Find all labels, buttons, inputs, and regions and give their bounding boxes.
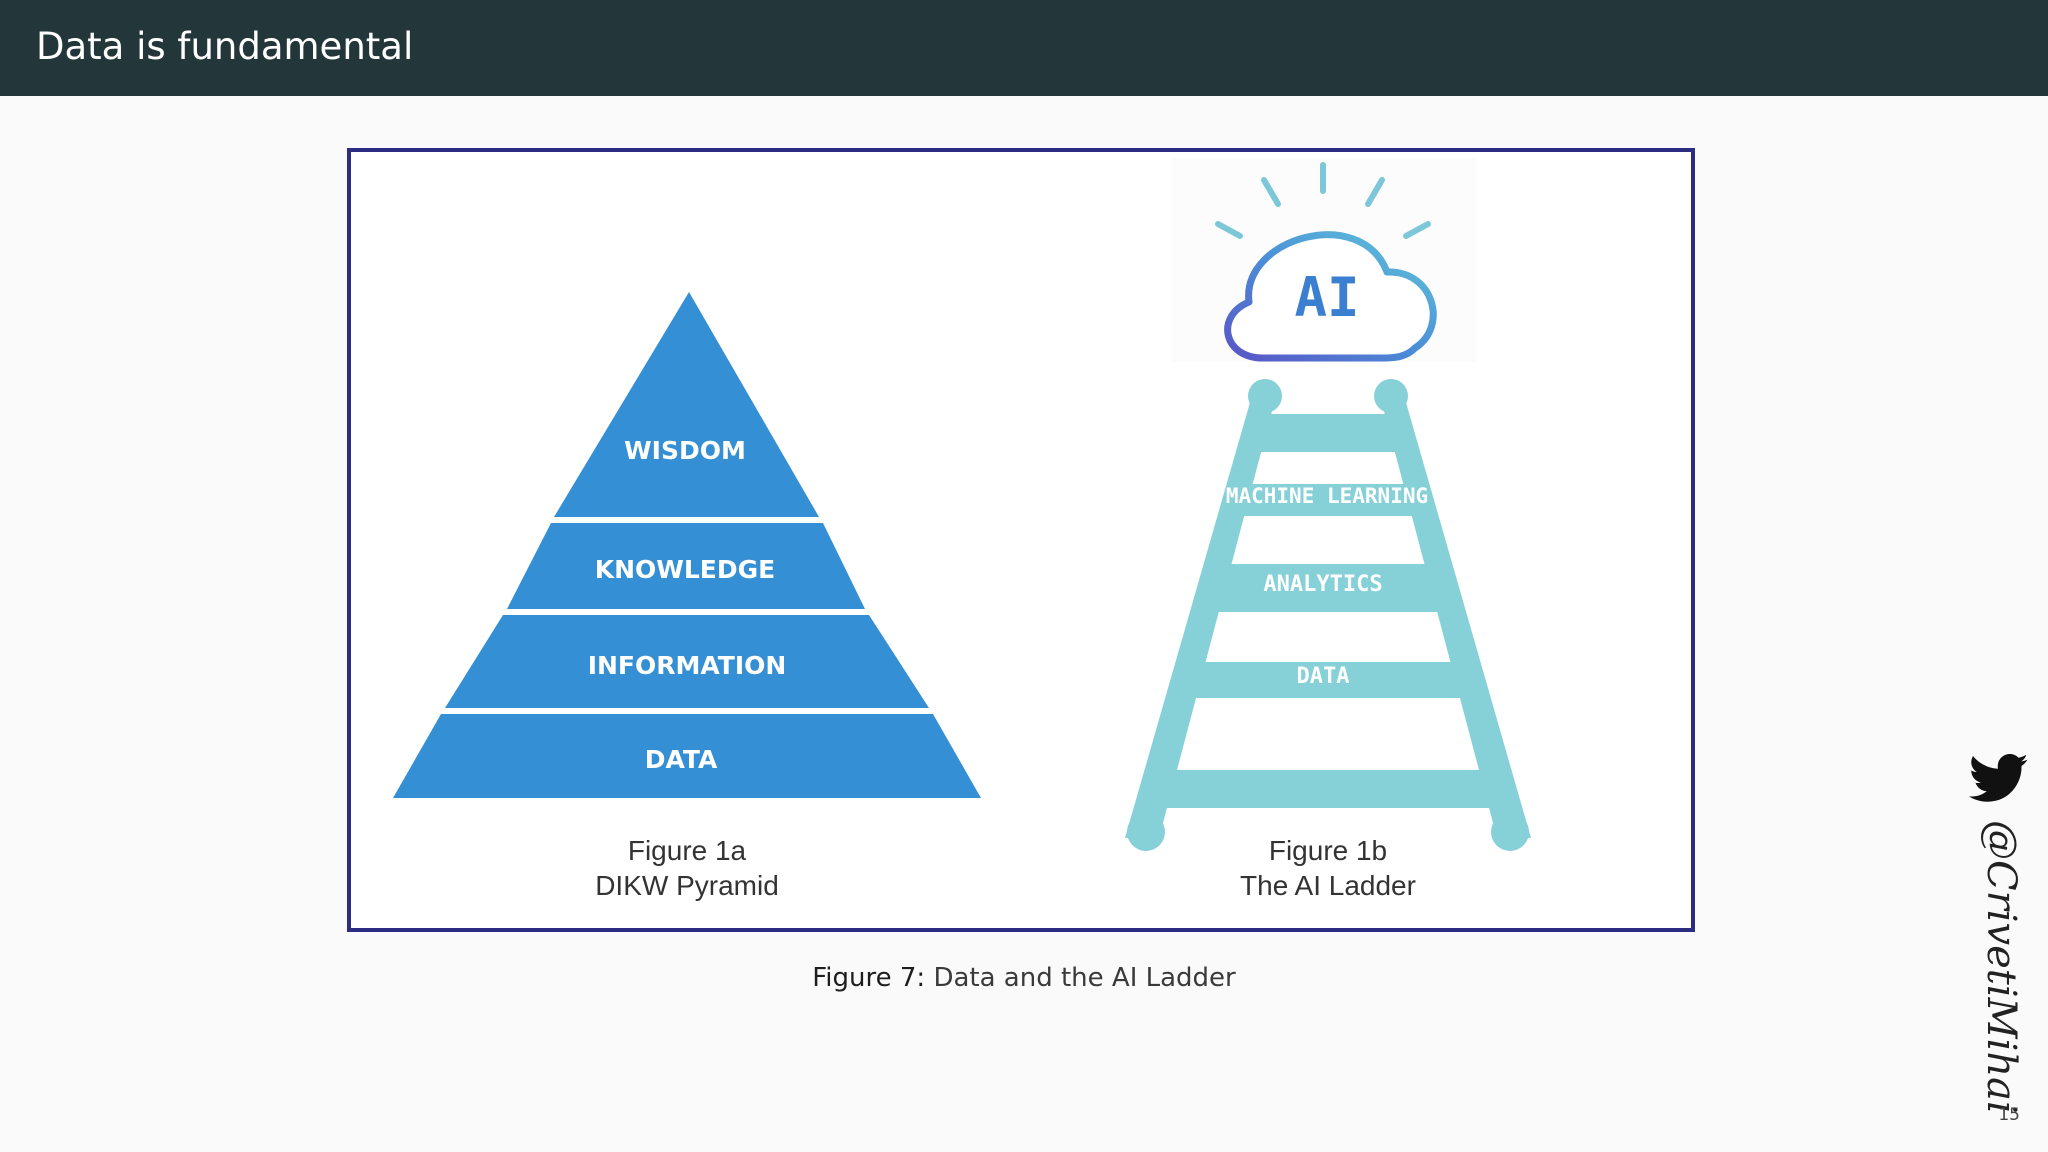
- ladder-caption-line2: The AI Ladder: [1240, 870, 1416, 901]
- pyramid-label-knowledge: KNOWLEDGE: [595, 555, 775, 584]
- pyramid-caption-line1: Figure 1a: [628, 835, 747, 866]
- pyramid-tier-knowledge: [507, 523, 865, 609]
- page-number: 15: [1998, 1105, 2020, 1125]
- figure-image: WISDOM KNOWLEDGE INFORMATION DATA Figure…: [393, 158, 1531, 901]
- pyramid-label-information: INFORMATION: [588, 651, 787, 680]
- figure-caption-label: Figure 7:: [812, 963, 926, 993]
- ladder-caption-line1: Figure 1b: [1269, 835, 1387, 866]
- twitter-bird-icon: [1968, 754, 2028, 802]
- pyramid-label-data: DATA: [645, 745, 718, 774]
- ai-cloud-logo: AI: [1171, 158, 1477, 362]
- ai-logo-text: AI: [1294, 266, 1359, 329]
- figure-caption: Figure 7: Data and the AI Ladder: [0, 963, 2048, 993]
- dikw-pyramid: WISDOM KNOWLEDGE INFORMATION DATA: [393, 292, 981, 798]
- pyramid-caption-line2: DIKW Pyramid: [595, 870, 779, 901]
- ladder-rung-data: DATA: [1297, 664, 1350, 689]
- figure-frame: WISDOM KNOWLEDGE INFORMATION DATA Figure…: [347, 148, 1695, 932]
- figure-caption-text: Data and the AI Ladder: [933, 963, 1236, 993]
- pyramid-tier-data: [393, 714, 981, 798]
- ladder-rung-machine-learning: MACHINE LEARNING: [1226, 484, 1428, 508]
- pyramid-tier-wisdom: [554, 292, 819, 517]
- twitter-handle: @CrivetiMihai: [1978, 820, 2024, 1114]
- ai-ladder: MACHINE LEARNING ANALYTICS DATA: [1125, 379, 1531, 851]
- slide-title: Data is fundamental: [36, 25, 414, 68]
- pyramid-label-wisdom: WISDOM: [624, 436, 746, 465]
- pyramid-tier-information: [445, 615, 929, 708]
- slide-header: Data is fundamental: [0, 0, 2048, 96]
- ladder-rung-analytics: ANALYTICS: [1263, 572, 1382, 597]
